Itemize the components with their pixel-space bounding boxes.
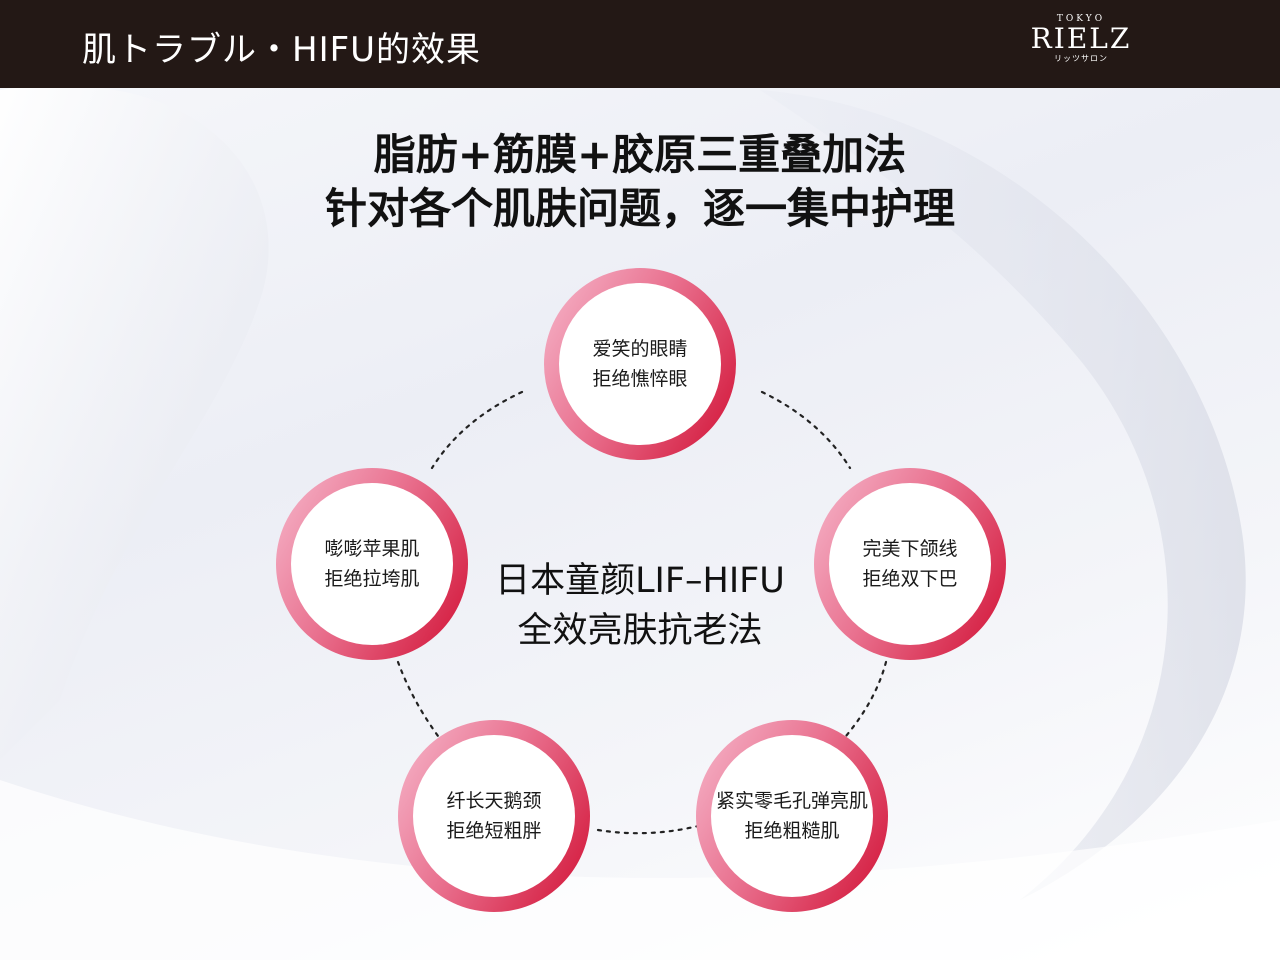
badge-jawline-line-2: 拒绝双下巴 [862,568,958,590]
header-bar: 肌トラブル・HIFU的效果 TOKYO RIELZ リッツサロン [0,0,1280,88]
badge-eyes-line-2: 拒绝憔悴眼 [592,368,688,390]
badge-jawline: 完美下颌线 拒绝双下巴 [814,468,1006,660]
brand-logo: TOKYO RIELZ リッツサロン [1016,14,1146,76]
headline: 脂肪+筋膜+胶原三重叠加法 针对各个肌肤问题，逐一集中护理 [0,128,1280,236]
badge-neck: 纤长天鹅颈 拒绝短粗胖 [398,720,590,912]
center-title: 日本童颜LIF–HIFU 全效亮肤抗老法 [440,556,840,656]
badge-neck-line-1: 纤长天鹅颈 [446,790,542,812]
badge-pores-line-1: 紧实零毛孔弹亮肌 [715,790,868,812]
badge-jawline-line-1: 完美下颌线 [862,538,958,560]
badge-pores: 紧实零毛孔弹亮肌 拒绝粗糙肌 [696,720,888,912]
logo-kana: リッツサロン [1054,54,1108,63]
connector-top-right [760,390,852,470]
connector-bottom [596,824,700,835]
headline-line-1: 脂肪+筋膜+胶原三重叠加法 [373,130,907,179]
badge-cheeks: 嘭嘭苹果肌 拒绝拉垮肌 [276,468,468,660]
center-title-line-2: 全效亮肤抗老法 [517,611,763,651]
connector-top-left [430,390,524,470]
badge-pores-line-2: 拒绝粗糙肌 [744,820,840,842]
connector-right-bottom [844,660,888,738]
logo-name: RIELZ [1030,22,1132,55]
page-title: 肌トラブル・HIFU的效果 [82,30,482,70]
badge-cheeks-line-2: 拒绝拉垮肌 [324,568,420,590]
center-title-line-1: 日本童颜LIF–HIFU [495,561,785,601]
logo-tagline: TOKYO [1056,14,1106,24]
badge-eyes: 爱笑的眼睛 拒绝憔悴眼 [544,268,736,460]
connector-left-bottom [396,660,440,738]
badge-eyes-line-1: 爱笑的眼睛 [592,338,688,360]
badge-neck-line-2: 拒绝短粗胖 [446,820,542,842]
badge-cheeks-line-1: 嘭嘭苹果肌 [324,538,420,560]
headline-line-2: 针对各个肌肤问题，逐一集中护理 [324,184,955,233]
